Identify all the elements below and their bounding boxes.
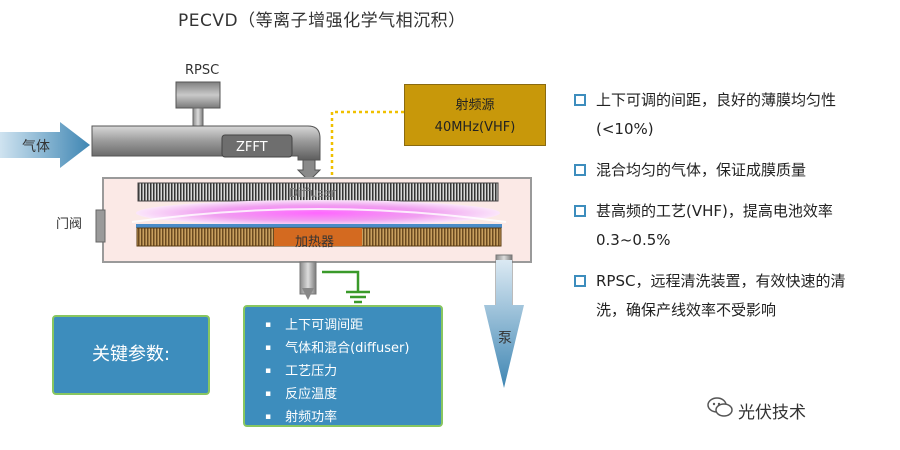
rpsc-pipe bbox=[192, 107, 204, 129]
rpsc-unit bbox=[175, 81, 221, 109]
ground-wire bbox=[322, 270, 360, 292]
wechat-icon bbox=[707, 397, 733, 417]
diffuser-label: Diffuser bbox=[289, 186, 337, 200]
plasma-glow bbox=[136, 200, 500, 226]
rf-source-title: 射频源 bbox=[455, 98, 495, 113]
diagram-title: PECVD（等离子增强化学气相沉积） bbox=[178, 11, 466, 31]
watermark-text: 光伏技术 bbox=[738, 403, 806, 423]
plasma-arc bbox=[131, 208, 507, 223]
key-param-item: 反应温度 bbox=[265, 384, 441, 407]
heater-label: 加热器 bbox=[295, 235, 335, 250]
key-param-item: 工艺压力 bbox=[265, 361, 441, 384]
gas-inlet-arrow bbox=[0, 122, 90, 168]
gas-label: 气体 bbox=[22, 139, 50, 155]
feature-item: 甚高频的工艺(VHF)，提高电池效率 0.3~0.5% bbox=[574, 197, 894, 255]
key-param-item: 气体和混合(diffuser) bbox=[265, 338, 441, 361]
substrate bbox=[136, 224, 502, 228]
rpsc-label: RPSC bbox=[185, 63, 220, 78]
rf-source-box: 射频源 40MHz(VHF) bbox=[404, 84, 546, 146]
gate-valve-label: 门阀 bbox=[56, 217, 83, 232]
feature-item: 混合均匀的气体，保证成膜质量 bbox=[574, 156, 894, 185]
pump-arrow bbox=[484, 260, 524, 388]
square-bullet-icon bbox=[574, 275, 586, 287]
key-param-item: 上下可调间距 bbox=[265, 315, 441, 338]
square-bullet-icon bbox=[574, 94, 586, 106]
square-bullet-icon bbox=[574, 205, 586, 217]
rf-source-frequency: 40MHz(VHF) bbox=[434, 120, 516, 135]
key-params-list: 上下可调间距 气体和混合(diffuser) 工艺压力 反应温度 射频功率 bbox=[243, 305, 443, 427]
zfft-label: ZFFT bbox=[236, 140, 268, 155]
key-param-item: 射频功率 bbox=[265, 407, 441, 430]
feature-item: RPSC，远程清洗装置，有效快速的清 洗，确保产线效率不受影响 bbox=[574, 267, 894, 325]
zfft-block bbox=[221, 134, 293, 158]
key-params-title: 关键参数: bbox=[91, 344, 171, 365]
pump-label: 泵 bbox=[496, 330, 512, 344]
gas-down-arrow bbox=[296, 159, 322, 182]
feature-list: 上下可调的间距，良好的薄膜均匀性 (<10%) 混合均匀的气体，保证成膜质量 甚… bbox=[574, 86, 894, 337]
key-params-title-box: 关键参数: bbox=[52, 315, 210, 395]
feature-item: 上下可调的间距，良好的薄膜均匀性 (<10%) bbox=[574, 86, 894, 144]
shaft-tip bbox=[302, 288, 314, 300]
heater-core bbox=[274, 228, 362, 246]
rf-feed-line bbox=[330, 110, 404, 186]
gate-valve bbox=[95, 209, 106, 243]
square-bullet-icon bbox=[574, 164, 586, 176]
